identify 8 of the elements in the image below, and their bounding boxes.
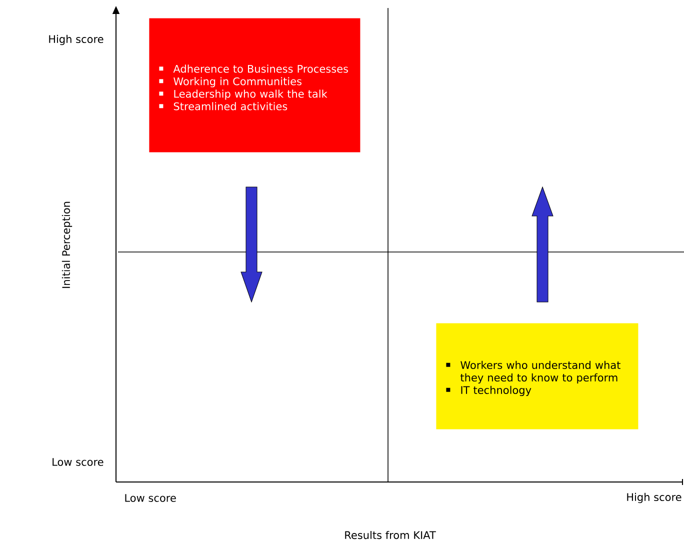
- axis-label: Low score: [52, 458, 104, 466]
- axis-label: High score: [49, 34, 104, 46]
- bullet-box: Adherence to Business Processes Working in Communities Leadership who walk the talk Streamlined activities: [149, 18, 360, 152]
- axis-label: High score: [627, 492, 682, 504]
- axis-title: Results from KIAT: [345, 530, 436, 540]
- axis-label: Low score: [125, 494, 176, 502]
- axis-title: Initial Perception: [62, 202, 72, 288]
- bullet-box: Workers who understand what they need to know to perform IT technology: [436, 323, 638, 430]
